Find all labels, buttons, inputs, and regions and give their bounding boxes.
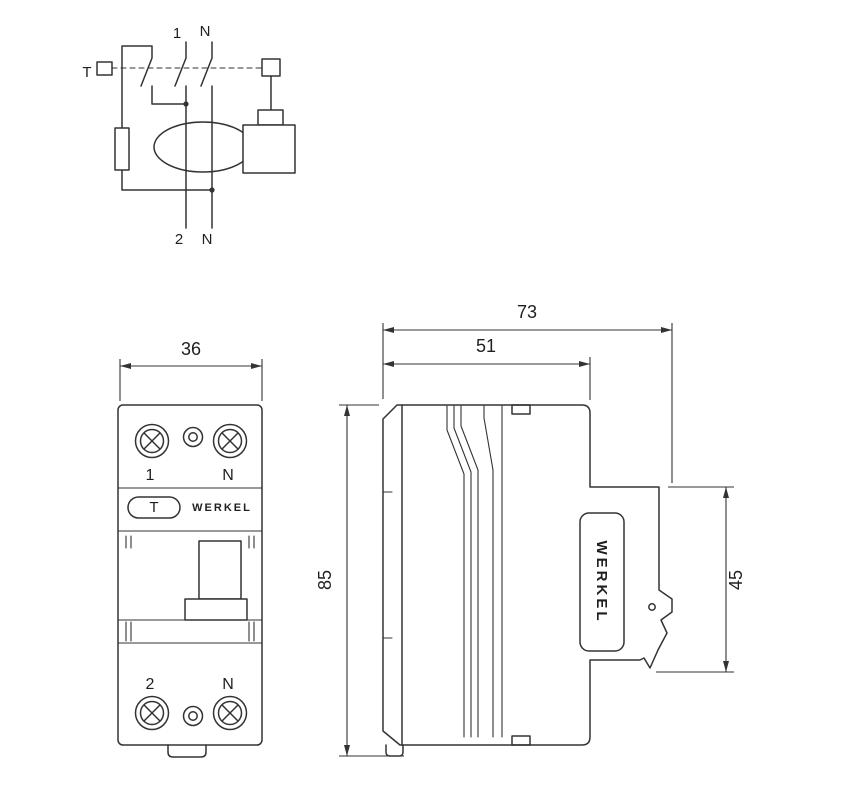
dimension-depth-51: 51 bbox=[383, 336, 591, 400]
schematic-test-label: T bbox=[82, 64, 91, 81]
side-brand-plate bbox=[579, 512, 625, 652]
arrowhead bbox=[383, 361, 394, 367]
wiring-schematic: 1 N T 2 N bbox=[82, 23, 296, 248]
schematic-terminal-label-2: 2 bbox=[175, 231, 183, 248]
schematic-terminal-label-n-bottom: N bbox=[202, 231, 213, 248]
schematic-terminal-label-n-top: N bbox=[200, 23, 211, 40]
arrowhead bbox=[344, 405, 350, 416]
arrowhead bbox=[120, 363, 131, 369]
test-contact-box bbox=[96, 61, 113, 76]
front-body-outline bbox=[117, 404, 263, 746]
screw-terminal-icon bbox=[134, 423, 170, 459]
side-view: 73 51 85 45 bbox=[315, 302, 746, 757]
case-detail-ticks-lower bbox=[125, 621, 255, 642]
pole-n-conductor bbox=[200, 41, 213, 229]
dimension-text-45: 45 bbox=[726, 570, 746, 590]
junction-dot bbox=[183, 101, 189, 107]
switch-base bbox=[184, 598, 248, 621]
test-circuit-wiring bbox=[121, 45, 213, 191]
front-view: 36 1 N T WERKEL 2 N bbox=[117, 339, 263, 758]
bottom-mount-tab bbox=[167, 744, 207, 758]
arrowhead bbox=[251, 363, 262, 369]
front-edge-step-ticks bbox=[382, 491, 393, 639]
test-resistor bbox=[114, 127, 130, 171]
dimension-text-51: 51 bbox=[476, 336, 496, 356]
dimension-width-36: 36 bbox=[119, 339, 263, 401]
brand-logo-front: WERKEL bbox=[192, 502, 252, 514]
dimension-height-85: 85 bbox=[315, 404, 404, 757]
dimension-text-36: 36 bbox=[181, 339, 201, 359]
arrowhead bbox=[723, 661, 729, 672]
din-clip-hole bbox=[648, 603, 656, 611]
arrowhead bbox=[723, 487, 729, 498]
test-button-label: T bbox=[149, 499, 158, 516]
arrowhead bbox=[579, 361, 590, 367]
case-detail-ticks bbox=[125, 535, 255, 549]
trip-actuator-box bbox=[261, 58, 281, 77]
current-transformer-core bbox=[153, 121, 253, 173]
trip-relay-box bbox=[242, 124, 296, 174]
arrowhead bbox=[344, 745, 350, 756]
schematic-terminal-label-1: 1 bbox=[173, 25, 181, 42]
screw-terminal-icon bbox=[134, 695, 170, 731]
dimension-depth-73: 73 bbox=[382, 302, 673, 483]
dimension-rear-height-45: 45 bbox=[656, 486, 746, 673]
terminal-label-1: 1 bbox=[146, 467, 155, 484]
junction-dot bbox=[209, 187, 215, 193]
top-vent-notch bbox=[511, 404, 531, 415]
case-seam-lines bbox=[446, 405, 503, 738]
test-button bbox=[127, 496, 181, 519]
side-body-outline bbox=[382, 404, 673, 746]
dimension-text-85: 85 bbox=[315, 570, 335, 590]
screw-terminal-icon bbox=[212, 423, 248, 459]
pole-1-conductor bbox=[174, 41, 187, 229]
terminal-label-n-top: N bbox=[222, 467, 234, 484]
arrowhead bbox=[383, 327, 394, 333]
dimension-text-73: 73 bbox=[517, 302, 537, 322]
bottom-mount-tab-side bbox=[385, 744, 404, 757]
bottom-vent-notch bbox=[511, 735, 531, 746]
screw-terminal-icon bbox=[212, 695, 248, 731]
terminal-label-n-bottom: N bbox=[222, 676, 234, 693]
terminal-label-2: 2 bbox=[146, 676, 155, 693]
arrowhead bbox=[661, 327, 672, 333]
relay-armature-box bbox=[257, 109, 284, 126]
switch-lever bbox=[198, 540, 242, 600]
brand-logo-side: WERKEL bbox=[593, 541, 610, 624]
